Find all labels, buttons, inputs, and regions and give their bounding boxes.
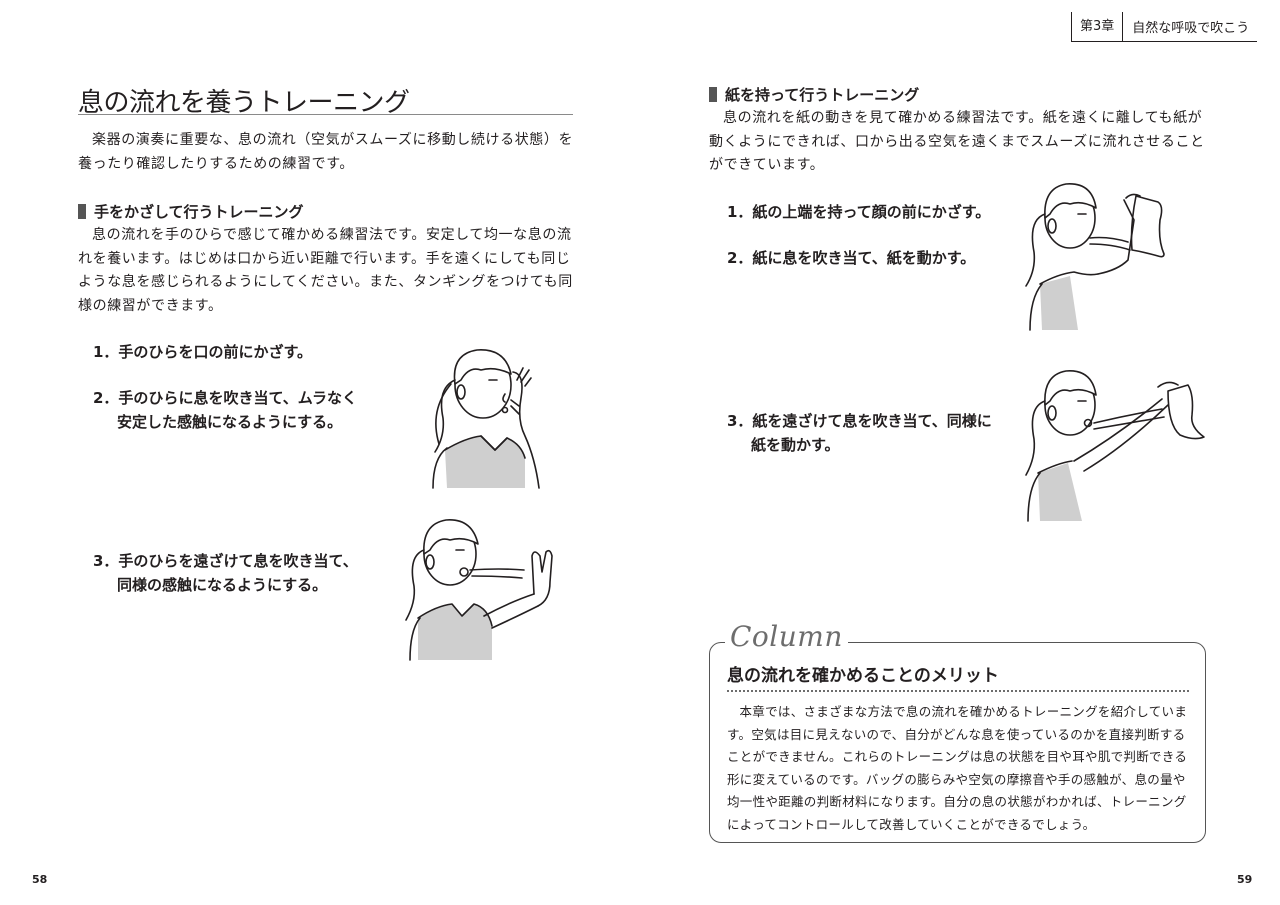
- section-heading-text: 手をかざして行うトレーニング: [94, 203, 304, 221]
- step-hand-1: 1．手のひらを口の前にかざす。: [93, 340, 312, 364]
- step-text: 2．手のひらに息を吹き当て、ムラなく: [93, 389, 357, 407]
- section-marker: [709, 87, 717, 102]
- column-label: Column: [725, 620, 848, 653]
- column-body: 本章では、さまざまな方法で息の流れを確かめるトレーニングを紹介しています。空気は…: [727, 704, 1188, 832]
- section-body-paper: 息の流れを紙の動きを見て確かめる練習法です。紙を遠くに離しても紙が動くようにでき…: [709, 110, 1205, 173]
- section-body-hand: 息の流れを手のひらで感じて確かめる練習法です。安定して均一な息の流れを養います。…: [78, 227, 573, 314]
- section-marker: [78, 204, 86, 219]
- step-text-cont: 同様の感触になるようにする。: [117, 576, 328, 594]
- step-text-cont: 紙を動かす。: [751, 436, 840, 454]
- chapter-number: 第3章: [1080, 11, 1124, 42]
- intro-paragraph: 楽器の演奏に重要な、息の流れ（空気がスムーズに移動し続ける状態）を養ったり確認し…: [78, 132, 574, 172]
- step-text: 1．紙の上端を持って顔の前にかざす。: [727, 203, 991, 221]
- section-heading-text: 紙を持って行うトレーニング: [725, 86, 920, 104]
- illustration-hand-near: [432, 349, 540, 489]
- step-text-cont: 安定した感触になるようにする。: [117, 413, 343, 431]
- step-text: 2．紙に息を吹き当て、紙を動かす。: [727, 249, 976, 267]
- section-heading-hand: 手をかざして行うトレーニング: [78, 201, 304, 222]
- page-number-left: 58: [32, 873, 48, 886]
- column-divider: [727, 690, 1189, 692]
- page-title: 息の流れを養うトレーニング: [78, 88, 410, 118]
- chapter-tab: 第3章 自然な呼吸で吹こう: [1071, 11, 1258, 42]
- illustration-paper-far: [1025, 370, 1205, 522]
- step-paper-3: 3．紙を遠ざけて息を吹き当て、同様に 紙を動かす。: [727, 409, 992, 457]
- illustration-paper-near: [1025, 183, 1165, 331]
- step-paper-2: 2．紙に息を吹き当て、紙を動かす。: [727, 246, 975, 270]
- page-number-right: 59: [1237, 873, 1253, 886]
- column-box: [709, 642, 1206, 843]
- illustration-hand-far: [405, 519, 553, 661]
- chapter-title: 自然な呼吸で吹こう: [1132, 21, 1250, 36]
- step-text: 1．手のひらを口の前にかざす。: [93, 343, 312, 361]
- step-hand-3: 3．手のひらを遠ざけて息を吹き当て、 同様の感触になるようにする。: [93, 549, 358, 597]
- step-hand-2: 2．手のひらに息を吹き当て、ムラなく 安定した感触になるようにする。: [93, 386, 357, 434]
- title-underline: [78, 114, 573, 115]
- section-heading-paper: 紙を持って行うトレーニング: [709, 84, 919, 105]
- step-text: 3．紙を遠ざけて息を吹き当て、同様に: [727, 412, 992, 430]
- step-paper-1: 1．紙の上端を持って顔の前にかざす。: [727, 200, 990, 224]
- step-text: 3．手のひらを遠ざけて息を吹き当て、: [93, 552, 358, 570]
- column-title: 息の流れを確かめることのメリット: [727, 666, 999, 686]
